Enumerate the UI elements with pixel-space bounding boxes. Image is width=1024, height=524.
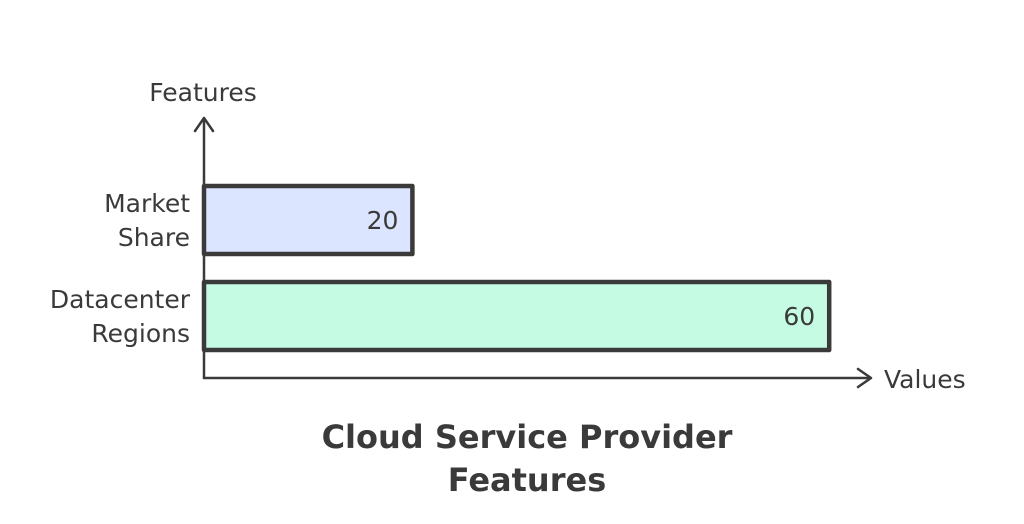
bar-value-label: 20	[367, 206, 399, 235]
y-axis-title: Features	[149, 78, 257, 107]
category-label: Datacenter	[50, 285, 191, 314]
x-axis-title: Values	[884, 365, 966, 394]
category-label: Regions	[91, 319, 190, 348]
category-label: Share	[118, 223, 190, 252]
bar-value-label: 60	[783, 302, 815, 331]
chart-title-line-1: Cloud Service Provider	[322, 418, 733, 456]
x-axis-arrow-icon	[856, 367, 873, 389]
chart-title-line-2: Features	[448, 461, 606, 499]
bar-datacenter-regions	[201, 279, 832, 353]
category-label: Market	[104, 189, 190, 218]
y-axis-arrow-icon	[193, 116, 215, 133]
